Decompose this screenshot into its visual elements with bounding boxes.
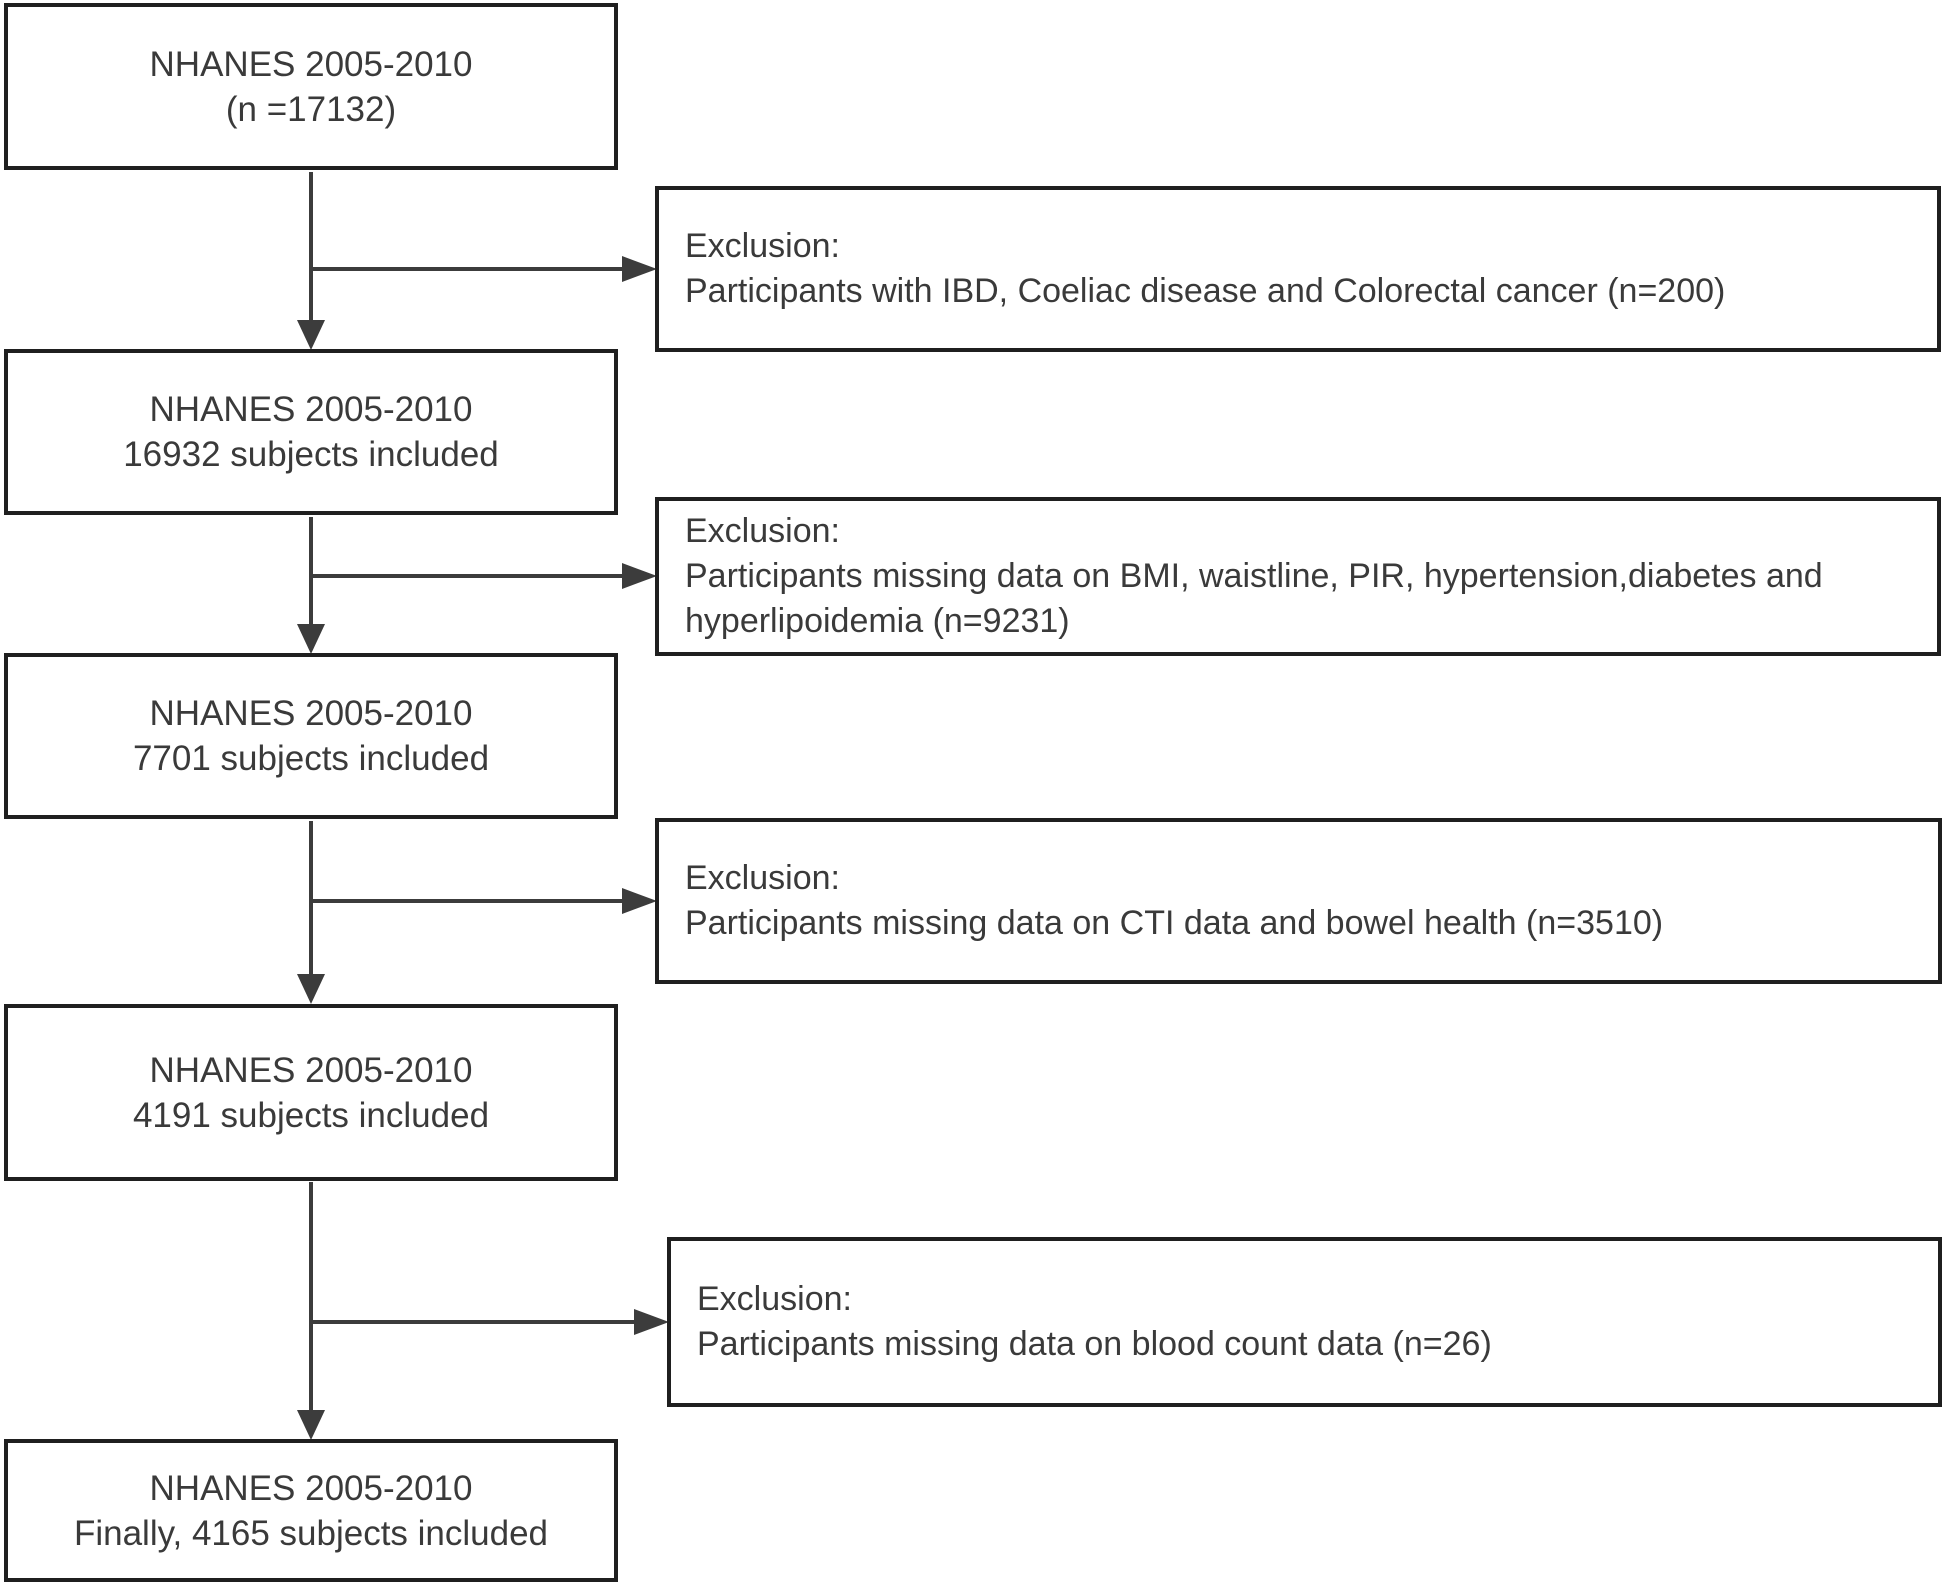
exclusion-box-3: Exclusion: Participants missing data on … [655,818,1942,984]
main-box-title: NHANES 2005-2010 [149,390,473,429]
main-box-2: NHANES 2005-2010 16932 subjects included [4,349,618,515]
main-box-4: NHANES 2005-2010 4191 subjects included [4,1004,618,1181]
main-box-5: NHANES 2005-2010 Finally, 4165 subjects … [4,1439,618,1582]
arrowhead-right-1 [622,256,657,282]
main-box-3: NHANES 2005-2010 7701 subjects included [4,653,618,819]
exclusion-detail: Participants missing data on blood count… [697,1325,1492,1363]
exclusion-box-1: Exclusion: Participants with IBD, Coelia… [655,186,1941,352]
exclusion-title: Exclusion: [697,1280,852,1318]
arrowhead-down-3 [297,974,325,1004]
main-box-1: NHANES 2005-2010 (n =17132) [4,3,618,170]
arrowhead-right-4 [634,1309,669,1335]
exclusion-detail: Participants missing data on BMI, waistl… [685,557,1823,640]
main-box-title: NHANES 2005-2010 [149,44,473,84]
exclusion-title: Exclusion: [685,227,840,265]
main-box-detail: (n =17132) [225,89,397,129]
exclusion-title: Exclusion: [685,859,840,897]
exclusion-title: Exclusion: [685,512,840,550]
arrowhead-down-2 [297,624,325,654]
arrowhead-down-4 [297,1410,325,1440]
main-box-detail: 16932 subjects included [123,435,499,474]
main-box-title: NHANES 2005-2010 [149,1468,473,1508]
arrowhead-down-1 [297,320,325,350]
main-box-title: NHANES 2005-2010 [149,694,473,733]
exclusion-detail: Participants missing data on CTI data an… [685,904,1664,942]
main-box-detail: Finally, 4165 subjects included [73,1513,549,1553]
arrowhead-right-2 [622,563,657,589]
exclusion-detail: Participants with IBD, Coeliac disease a… [685,272,1726,310]
main-box-title: NHANES 2005-2010 [149,1050,473,1090]
main-box-detail: 4191 subjects included [132,1095,490,1135]
exclusion-box-2: Exclusion: Participants missing data on … [655,497,1941,656]
arrowhead-right-3 [622,888,657,914]
main-box-detail: 7701 subjects included [132,739,490,778]
exclusion-box-4: Exclusion: Participants missing data on … [667,1237,1942,1407]
